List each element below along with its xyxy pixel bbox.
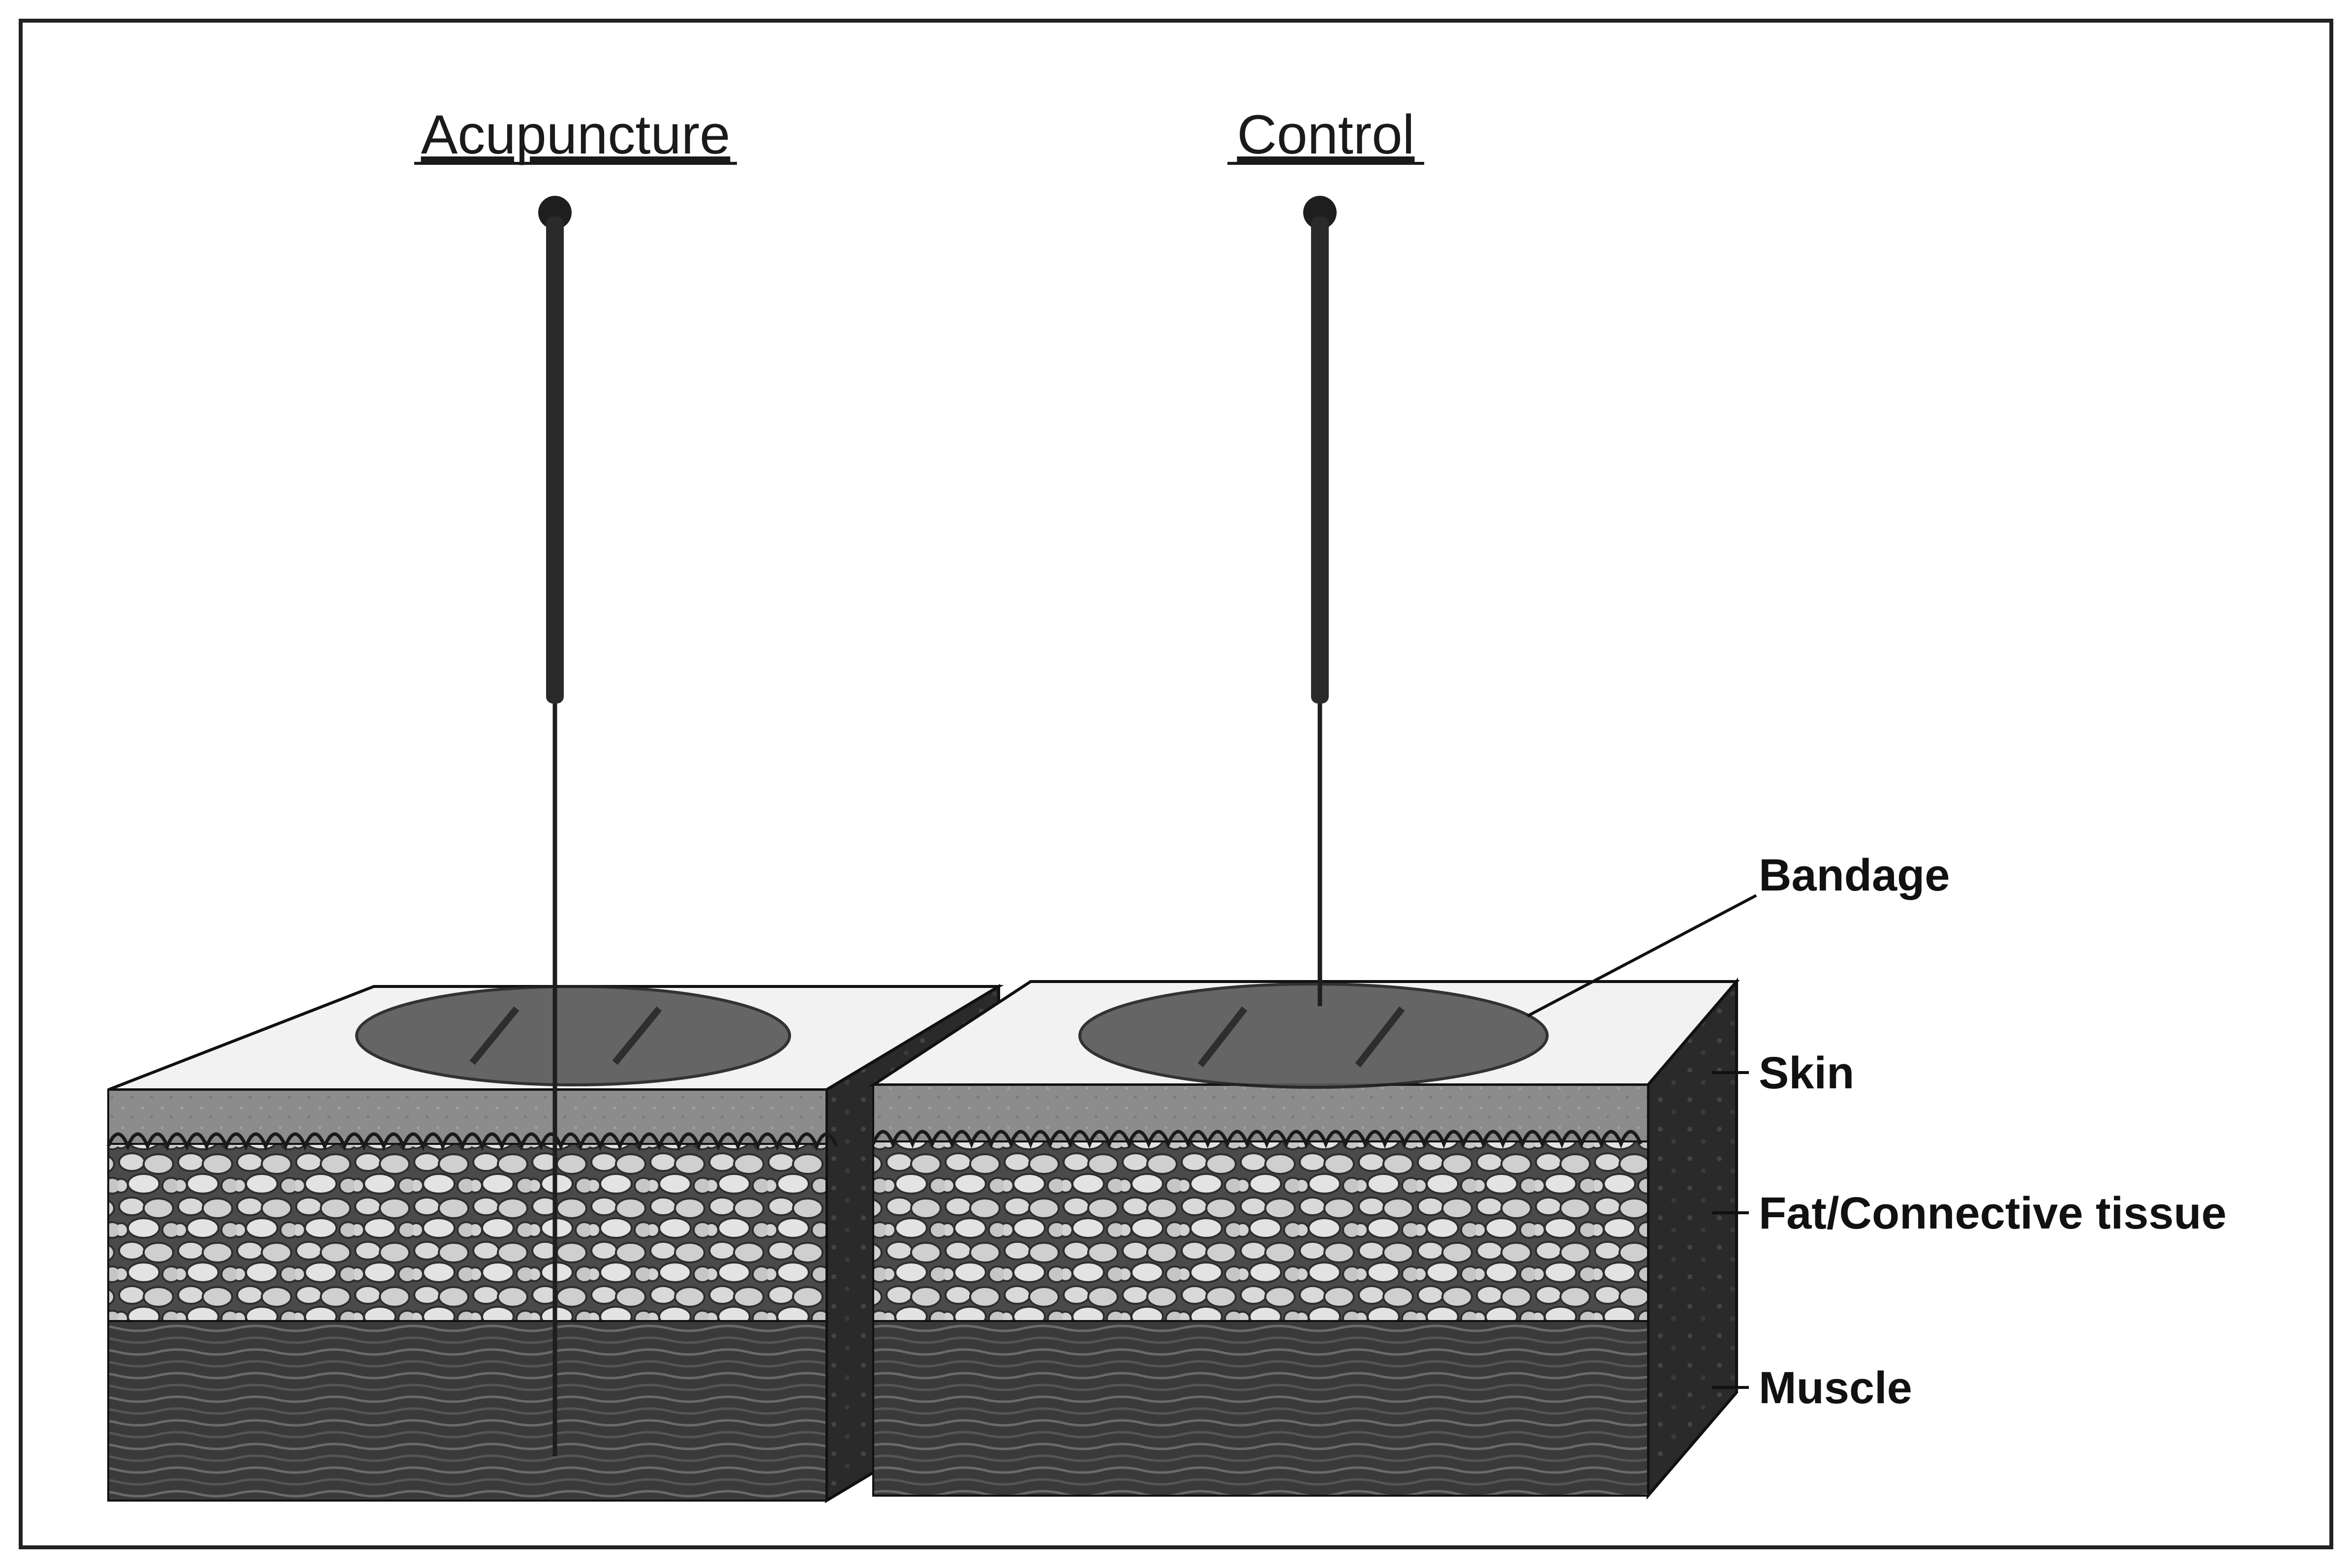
- needle-handle: [1311, 216, 1329, 704]
- muscle-layer: [873, 1321, 1648, 1496]
- panel-title-acupuncture: Acupuncture: [421, 104, 731, 165]
- panel-title-control: Control: [1237, 104, 1414, 165]
- label-fat: Fat/Connective tissue: [1759, 1188, 2227, 1238]
- muscle-layer: [108, 1321, 826, 1501]
- tissue-block-control: [873, 982, 1737, 1496]
- label-bandage: Bandage: [1759, 850, 1950, 900]
- fat-layer: [873, 1141, 1648, 1321]
- label-muscle: Muscle: [1759, 1363, 1912, 1413]
- bandage: [1080, 984, 1547, 1087]
- label-skin: Skin: [1759, 1048, 1854, 1098]
- bandage: [357, 986, 790, 1085]
- fat-layer: [108, 1144, 826, 1321]
- needle-handle: [546, 216, 564, 704]
